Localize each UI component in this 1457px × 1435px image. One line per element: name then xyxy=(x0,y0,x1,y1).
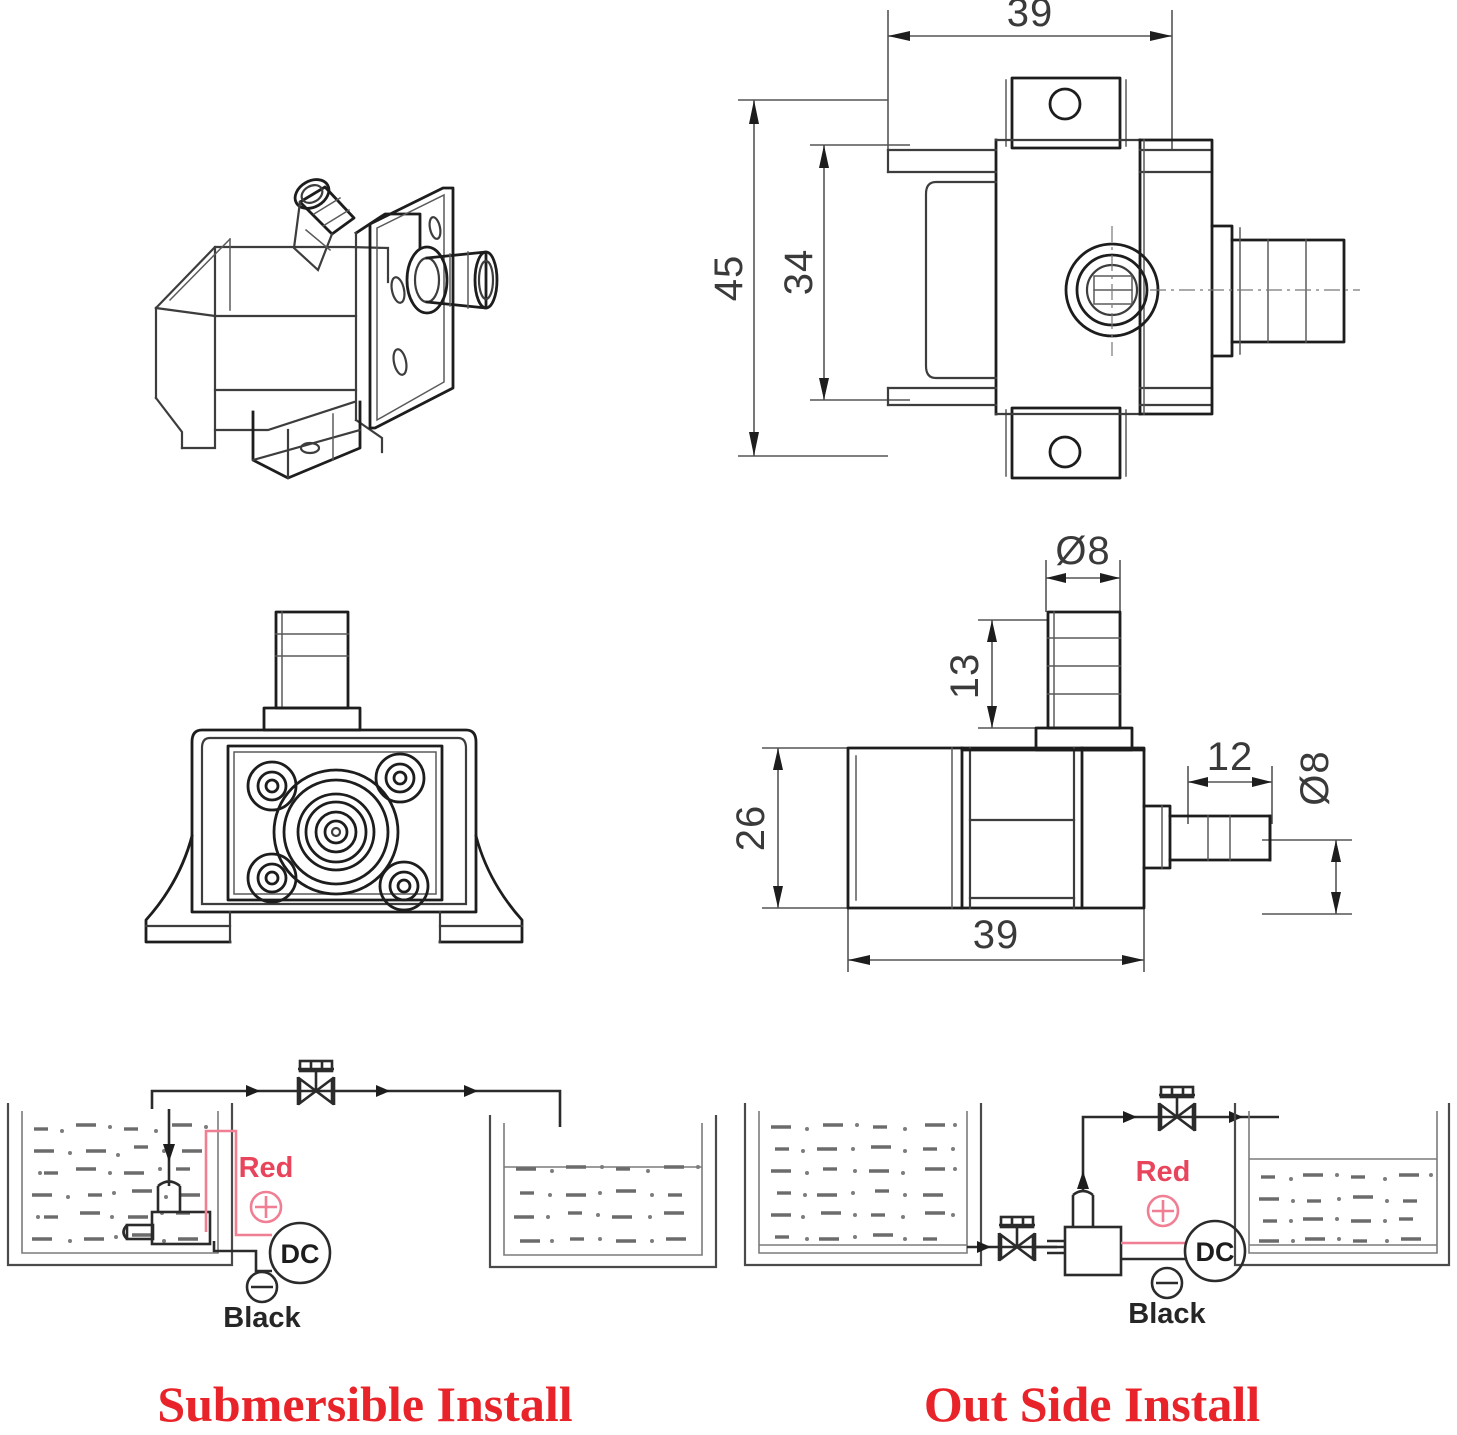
isometric-view-svg xyxy=(154,178,499,480)
dimension-39-label: 39 xyxy=(1007,0,1054,35)
top-view-with-dimensions: Ø8 13 26 xyxy=(729,520,1370,1000)
pump-front-geometry xyxy=(144,610,524,944)
water-pattern-right xyxy=(514,1165,686,1243)
destination-tank-right xyxy=(488,1115,718,1269)
discharge-piping-out xyxy=(1077,1085,1279,1191)
dimension-12-label: 12 xyxy=(1207,735,1254,779)
source-tank-left xyxy=(6,1103,234,1267)
outside-install-diagram: DC Red Black Out Side Install xyxy=(727,1055,1457,1435)
dc-label-out: DC xyxy=(1196,1237,1235,1267)
water-dots-right xyxy=(546,1165,700,1243)
dc-power-source: DC Red Black xyxy=(223,1152,332,1334)
discharge-gate-valve-icon xyxy=(1157,1085,1197,1132)
pump-body-iso xyxy=(154,178,499,480)
dimension-45-label: 45 xyxy=(707,255,751,302)
dimension-12: 12 xyxy=(1187,735,1273,824)
dc-power-source-out: DC Red Black xyxy=(1121,1156,1247,1330)
dimension-diameter8-inlet: Ø8 xyxy=(1045,529,1121,612)
outside-install-svg: DC Red Black xyxy=(743,1085,1451,1330)
submersible-install-caption: Submersible Install xyxy=(157,1376,573,1432)
gate-valve-icon xyxy=(296,1059,336,1106)
inlet-gate-valve-icon xyxy=(997,1215,1037,1262)
dimension-diameter8-port: Ø8 xyxy=(1262,750,1352,915)
suction-piping xyxy=(967,1215,1065,1262)
dimension-39-top: 39 xyxy=(847,908,1145,972)
dimension-diameter8-inlet-label: Ø8 xyxy=(1055,529,1110,573)
external-pump xyxy=(1047,1189,1123,1277)
dimension-39-top-label: 39 xyxy=(973,913,1020,957)
water-dots-out-left xyxy=(801,1123,957,1241)
side-view-svg: 39 45 34 xyxy=(707,0,1360,480)
dimension-26-label: 26 xyxy=(729,805,773,852)
isometric-view xyxy=(120,130,600,480)
black-wire-label: Black xyxy=(223,1302,301,1334)
water-pattern-out-right xyxy=(1259,1173,1421,1243)
front-view xyxy=(110,590,580,970)
discharge-piping xyxy=(150,1059,562,1127)
black-wire-label-out: Black xyxy=(1128,1298,1206,1330)
dimension-45-side: 45 xyxy=(707,99,888,457)
dimension-13-label: 13 xyxy=(943,653,987,700)
outside-install-caption: Out Side Install xyxy=(923,1376,1261,1432)
dimension-13: 13 xyxy=(943,619,1048,729)
dimension-diameter8-port-label: Ø8 xyxy=(1293,750,1337,805)
pump-side-geometry xyxy=(886,76,1360,480)
front-view-svg xyxy=(144,610,524,944)
water-dots-out-right xyxy=(1289,1173,1433,1243)
dimension-26: 26 xyxy=(729,747,848,909)
water-dots xyxy=(36,1125,208,1243)
submersible-install-svg: DC Red Black xyxy=(6,1059,718,1334)
dc-label: DC xyxy=(281,1239,320,1269)
destination-tank-right-out xyxy=(1233,1103,1451,1267)
dimension-34-label: 34 xyxy=(777,249,821,296)
water-pattern xyxy=(32,1123,202,1241)
side-view-with-dimensions: 39 45 34 xyxy=(707,0,1360,500)
top-view-svg: Ø8 13 26 xyxy=(729,529,1352,972)
source-tank-left-out xyxy=(743,1103,983,1267)
dimension-34-side: 34 xyxy=(777,144,910,401)
red-wire-label: Red xyxy=(239,1152,294,1184)
dimension-39-side: 39 xyxy=(887,0,1173,150)
submersible-install-diagram: DC Red Black Submersible Install xyxy=(0,1055,730,1435)
water-pattern-out-left xyxy=(771,1123,945,1241)
red-wire-label-out: Red xyxy=(1136,1156,1191,1188)
pump-top-geometry xyxy=(846,610,1272,910)
